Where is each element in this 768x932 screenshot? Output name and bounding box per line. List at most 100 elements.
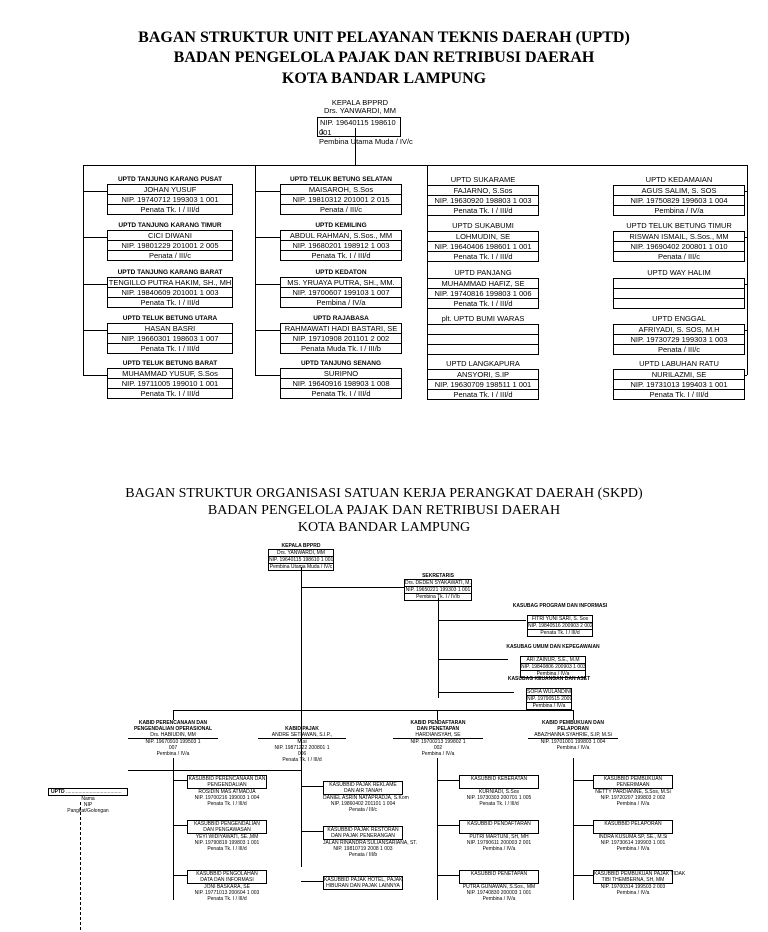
- skpd-kasubid-connector: [437, 825, 459, 826]
- uptd-unit-rank: [613, 299, 745, 309]
- uptd-kepala-label: KEPALA BPPRD: [331, 98, 389, 107]
- uptd-unit-nip: NIP. 19731013 199403 1 001: [613, 380, 745, 390]
- uptd-title-line-3: KOTA BANDAR LAMPUNG: [281, 70, 487, 87]
- skpd-connector-kasubag-1: [438, 620, 526, 621]
- skpd-kasubid-connector: [301, 786, 323, 787]
- uptd-unit-nip: NIP. 19630920 198803 1 003: [427, 196, 539, 206]
- skpd-connector-kabid-horizontal: [173, 710, 573, 711]
- skpd-connector-kabid-4: [573, 710, 574, 720]
- skpd-kabid-rank2: 006: [297, 751, 307, 757]
- uptd-title-line-2: BADAN PENGELOLA PAJAK DAN RETRIBUSI DAER…: [173, 49, 595, 66]
- skpd-kabid-rank: Pembina / IV/a: [156, 751, 190, 757]
- skpd-kasubid-nip: NIP. 19740830 200003 1 001: [466, 890, 532, 896]
- skpd-kasubid-name: YEYI WIDIYAWATI, SE.,MM: [195, 834, 259, 840]
- uptd-connector-col2: [255, 165, 256, 375]
- skpd-connector-kasubag-2: [438, 659, 508, 660]
- skpd-kabid-nip1: NIP. 19700213 199802 1: [410, 739, 466, 745]
- skpd-kasubid-rank: Penata Tk. I / III/d: [207, 801, 247, 807]
- uptd-unit-nip: [427, 335, 539, 345]
- skpd-kasubid-rank: Penata / III/c: [348, 807, 378, 813]
- uptd-unit-label: UPTD TELUK BETUNG SELATAN: [290, 176, 392, 183]
- uptd-unit-connector: [255, 284, 280, 285]
- uptd-unit-rank: Penata Tk. I / III/d: [280, 251, 402, 261]
- skpd-kasubid-label2: DAN PENGAWASAN: [187, 827, 267, 834]
- skpd-kasubid-name: NETTY PARDIANNE, S.Sos, M.Si: [595, 789, 671, 795]
- skpd-kabid-nip2: NIP. 19871222 200801 1: [274, 745, 330, 751]
- uptd-unit-label: UPTD SUKABUMI: [452, 221, 514, 230]
- uptd-unit-nip: NIP. 19630709 198511 1 001: [427, 380, 539, 390]
- skpd-kasubid-name: ROSIDIN MAS ATMADJA: [198, 789, 256, 795]
- uptd-unit-name: FAJARNO, S.Sos: [427, 185, 539, 196]
- uptd-unit-nip: NIP. 19640406 198601 1 001: [427, 242, 539, 252]
- uptd-unit-nip: NIP. 19740816 199803 1 006: [427, 289, 539, 299]
- skpd-kasubid-connector: [301, 831, 323, 832]
- uptd-unit-rank: Penata Tk. I / III/d: [427, 206, 539, 216]
- uptd-unit-nip: NIP. 19801229 201001 2 005: [107, 241, 233, 251]
- skpd-uptd-label: UPTD: [51, 789, 65, 795]
- skpd-kabid-name: HARDIANSYAH, SE: [393, 732, 483, 739]
- skpd-kasubid-label: KASUBBID PENGENDALIAN: [187, 820, 267, 827]
- uptd-unit-connector: [83, 237, 107, 238]
- skpd-kasubid-name: DANIEL ASRIN NATAPRADJA, S.Kom: [323, 795, 409, 801]
- uptd-unit-nip: NIP. 19680201 198912 1 003: [280, 241, 402, 251]
- skpd-kasubid-nip: NIP. 19810719 2008 1 003: [333, 846, 393, 852]
- skpd-kasubid-rank: Pembina / IV/a: [482, 896, 516, 902]
- skpd-kasubid-connector: [573, 875, 593, 876]
- uptd-unit-label: plt. UPTD BUMI WARAS: [441, 314, 525, 323]
- uptd-unit-nip: NIP. 19640916 198903 1 008: [280, 379, 402, 389]
- uptd-unit-name: NURILAZMI, SE: [613, 369, 745, 380]
- skpd-uptd-header: UPTD ...................................…: [48, 788, 128, 796]
- skpd-sekretaris-box: SEKRETARIS Drs. DEDEN SYAKAWATI, M.Si NI…: [404, 573, 472, 601]
- skpd-kepala-name: Drs. YANWARDI, MM: [268, 549, 334, 557]
- uptd-title-line-1: BAGAN STRUKTUR UNIT PELAYANAN TEKNIS DAE…: [138, 29, 630, 46]
- skpd-kasubag-nip: NIP. 19840806 200903 1 003: [520, 664, 586, 671]
- skpd-kasubid-nip: NIP. 19700216 199003 1 004: [194, 795, 260, 801]
- skpd-kasubid-name: JALAN RINANDRA SULIANSARIANA, ST.: [323, 840, 418, 846]
- skpd-sekretaris-nip: NIP. 19650221 199303 1 001: [404, 587, 472, 594]
- uptd-unit-connector: [255, 330, 280, 331]
- skpd-kabid-label1: KABID PAJAK: [285, 726, 319, 732]
- skpd-kasubid-rank: Penata Tk. I / III/d: [479, 801, 519, 807]
- uptd-unit-box: UPTD WAY HALIM: [613, 268, 745, 309]
- uptd-unit-nip: [613, 289, 745, 299]
- skpd-kabid-label2: PENGENDALIAN OPERASIONAL: [133, 726, 213, 732]
- skpd-connector-kasubag: [438, 598, 439, 698]
- skpd-kasubid-label2: [459, 827, 539, 834]
- skpd-kasubag-nip: NIP. 19790515 200903 2 003: [526, 696, 572, 703]
- uptd-kepala-name: Drs. YANWARDI, MM: [324, 106, 396, 115]
- skpd-kasubid-connector: [573, 825, 593, 826]
- uptd-unit-connector: [745, 375, 747, 376]
- skpd-kasubid-connector: [173, 780, 187, 781]
- skpd-kabid-name: ANDRE SETIAWAN, S.I.P.,: [258, 732, 346, 739]
- uptd-unit-rank: Pembina / IV/a: [613, 206, 745, 216]
- uptd-unit-box: plt. UPTD BUMI WARAS: [427, 314, 539, 355]
- uptd-unit-rank: Penata Tk. I / III/d: [427, 252, 539, 262]
- skpd-uptd-dots: ........................................: [66, 789, 122, 795]
- skpd-kasubag-label: KASUBAG PROGRAM DAN INFORMASI: [512, 603, 608, 609]
- skpd-kabid-rank: Penata Tk. I / III/d: [282, 757, 322, 763]
- skpd-kasubag-nip: NIP. 19840516 200903 2 002: [527, 623, 593, 630]
- uptd-unit-label: UPTD PANJANG: [454, 268, 512, 277]
- skpd-kasubid-nip: NIP. 19860402 201101 1 004: [330, 801, 396, 807]
- uptd-unit-nip: NIP. 19700607 199103 1 007: [280, 288, 402, 298]
- uptd-unit-connector: [745, 330, 747, 331]
- skpd-kasubag-name: FITRI YUNI SARI, S. Sos: [527, 615, 593, 623]
- skpd-kabid-label2: DAN PENETAPAN: [416, 726, 460, 732]
- skpd-kabid-label1: KABID PEMBUKUAN DAN: [542, 720, 604, 726]
- uptd-unit-label: UPTD TELUK BETUNG BARAT: [122, 360, 218, 367]
- uptd-unit-label: UPTD KEMILING: [315, 222, 367, 229]
- uptd-unit-name: MUHAMMAD HAFIZ, SE: [427, 278, 539, 289]
